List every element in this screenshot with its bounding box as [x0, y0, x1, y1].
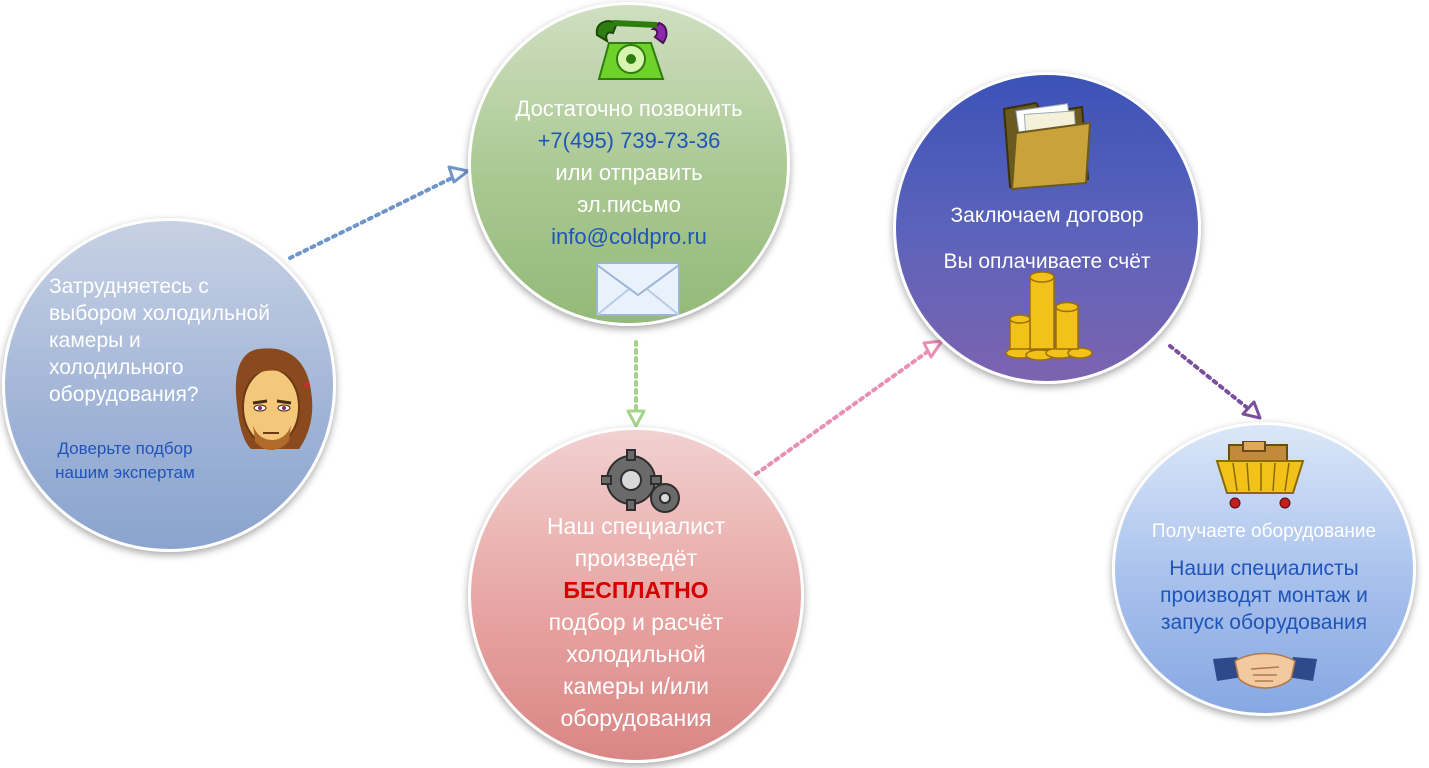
envelope-icon	[596, 262, 680, 316]
telephone-icon	[595, 20, 668, 80]
calculation-text: Наш специалист произведёт БЕСПЛАТНО подб…	[471, 510, 801, 734]
phone-link[interactable]: +7(495) 739-73-36	[537, 128, 721, 153]
arrowhead-c2-c3	[626, 409, 646, 428]
advice-line: нашим экспертам	[55, 463, 195, 482]
advice-line: Доверьте подбор	[57, 439, 193, 458]
payment-line: Вы оплачиваете счёт	[943, 250, 1151, 273]
question-line: камеры и	[49, 329, 141, 352]
install-line: Наши специалисты	[1169, 557, 1359, 580]
calc-line: подбор и расчёт	[548, 609, 724, 635]
calc-line: Наш специалист	[546, 513, 726, 539]
arrow-c3-c4	[754, 348, 932, 476]
arrow-c1-c2	[288, 174, 458, 260]
installation-text: Наши специалисты производят монтаж и зап…	[1115, 555, 1413, 636]
question-line: Затрудняетесь с	[49, 275, 209, 298]
calc-line: оборудования	[560, 705, 712, 731]
arrowhead-c4-c5	[1241, 400, 1262, 420]
contact-text: Достаточно позвонить +7(495) 739-73-36 и…	[471, 93, 787, 253]
calc-line: холодильной	[566, 641, 706, 667]
calc-line: камеры и/или	[562, 673, 710, 699]
calc-line: произведёт	[574, 545, 698, 571]
step-circle-calculation: Наш специалист произведёт БЕСПЛАТНО подб…	[468, 427, 804, 763]
question-line: оборудования?	[49, 383, 199, 406]
install-line: запуск оборудования	[1160, 611, 1368, 634]
question-text: Затрудняетесь с выбором холодильной каме…	[49, 273, 319, 408]
question-line: выбором холодильной	[49, 302, 270, 325]
contact-line: эл.письмо	[577, 192, 681, 217]
basket-icon	[1215, 441, 1305, 509]
install-line: производят монтаж и	[1160, 584, 1368, 607]
step-circle-consult: Затрудняетесь с выбором холодильной каме…	[2, 218, 336, 552]
gear-icon	[601, 449, 680, 513]
step-circle-contract: Заключаем договор Вы оплачиваете счёт	[893, 72, 1201, 384]
delivery-title: Получаете оборудование	[1115, 519, 1413, 545]
contract-line: Заключаем договор	[950, 204, 1144, 227]
handshake-icon	[1213, 652, 1317, 689]
step-circle-contact: Достаточно позвонить +7(495) 739-73-36 и…	[468, 2, 790, 326]
advice-text: Доверьте подбор нашим экспертам	[35, 437, 215, 485]
step-circle-delivery: Получаете оборудование Наши специалисты …	[1112, 422, 1416, 716]
arrowhead-c1-c2	[447, 165, 470, 184]
email-link[interactable]: info@coldpro.ru	[551, 224, 707, 249]
free-highlight: БЕСПЛАТНО	[563, 577, 709, 603]
delivery-line: Получаете оборудование	[1151, 521, 1377, 542]
question-line: холодильного	[49, 356, 184, 379]
arrow-c4-c5	[1168, 344, 1252, 412]
arrowhead-c3-c4	[922, 339, 944, 359]
contract-text: Заключаем договор Вы оплачиваете счёт	[896, 193, 1198, 285]
coins-icon	[1005, 271, 1093, 361]
folder-icon	[1002, 101, 1092, 191]
contact-line: или отправить	[555, 160, 703, 185]
person-icon	[235, 348, 313, 450]
contact-line: Достаточно позвонить	[515, 96, 743, 121]
